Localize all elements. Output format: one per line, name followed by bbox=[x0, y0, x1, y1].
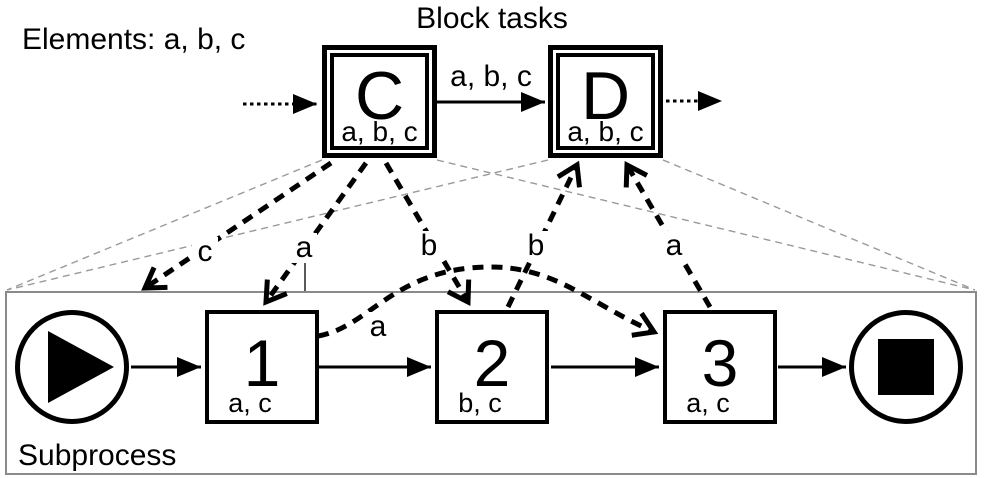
flow-label-c-to-task1: a bbox=[291, 233, 317, 263]
expansion-guide-lines bbox=[6, 159, 976, 291]
task-3: 3 a, c bbox=[663, 310, 777, 424]
edge-c-to-d-label: a, b, c bbox=[450, 60, 532, 93]
flow-label-task3-to-d: a bbox=[661, 231, 687, 261]
task-1: 1 a, c bbox=[205, 310, 319, 424]
flow-label-c-to-subprocess: c bbox=[192, 237, 218, 267]
stop-icon bbox=[878, 339, 934, 395]
end-event bbox=[849, 310, 963, 424]
task-2-name: 2 bbox=[473, 325, 511, 400]
dataflow-c-to-task1 bbox=[263, 161, 369, 306]
guide-line-c-right bbox=[436, 159, 976, 291]
task-3-elements: a, c bbox=[686, 388, 730, 418]
flow-label-task2-to-d: b bbox=[523, 231, 549, 261]
block-task-d-elements: a, b, c bbox=[567, 116, 644, 147]
block-task-c-name: C bbox=[354, 58, 405, 135]
block-task-c-elements: a, b, c bbox=[341, 116, 418, 147]
block-task-c-inner-border: C a, b, c bbox=[330, 53, 429, 150]
task-2-elements: b, c bbox=[458, 388, 502, 418]
start-event bbox=[15, 310, 129, 424]
flow-label-task1-to-task3: a bbox=[365, 312, 391, 342]
elements-label: Elements: a, b, c bbox=[22, 23, 246, 56]
guide-line-d-right bbox=[662, 159, 976, 291]
task-1-name: 1 bbox=[243, 325, 281, 400]
block-task-d: D a, b, c bbox=[548, 45, 663, 158]
subprocess-label: Subprocess bbox=[18, 439, 177, 472]
block-task-c: C a, b, c bbox=[322, 45, 437, 158]
dataflow-c-to-subprocess bbox=[141, 160, 333, 291]
task-2: 2 b, c bbox=[435, 310, 549, 424]
block-task-d-inner-border: D a, b, c bbox=[556, 53, 655, 150]
task-1-elements: a, c bbox=[228, 388, 272, 418]
guide-line-c-left bbox=[6, 159, 323, 291]
block-task-d-name: D bbox=[580, 58, 631, 135]
guide-line-d-left bbox=[6, 159, 549, 291]
flow-label-c-to-task2: b bbox=[416, 231, 442, 261]
dataflow-task1-to-task3 bbox=[317, 264, 659, 339]
play-icon bbox=[48, 331, 114, 403]
block-tasks-title: Block tasks bbox=[416, 2, 568, 35]
task-3-name: 3 bbox=[701, 325, 739, 400]
